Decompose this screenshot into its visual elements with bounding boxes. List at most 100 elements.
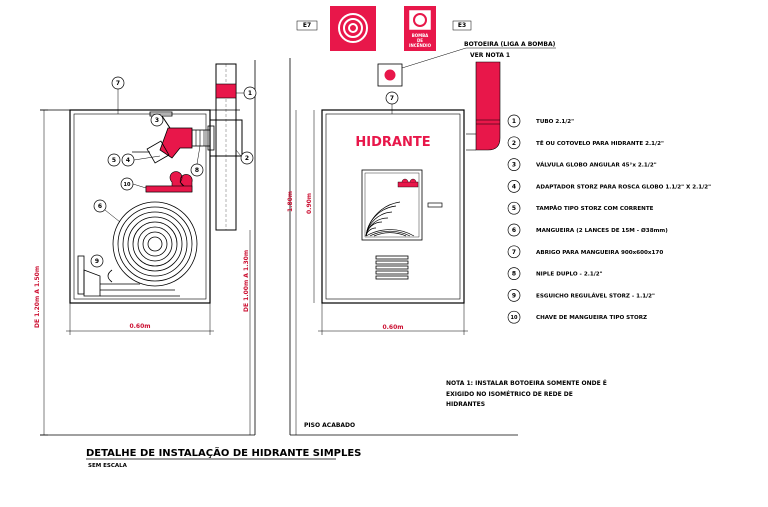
svg-text:9: 9 <box>95 258 99 265</box>
callout-3-left: 3 <box>150 113 164 127</box>
sign-left-code: E7 <box>303 22 311 29</box>
right-cabinet-view: E7 BOMBA DE INCÊNDIO E3 BOTOEIRA (LIGA A… <box>287 6 556 436</box>
sign-right-code: E3 <box>458 22 466 29</box>
cabinet-label: HIDRANTE <box>355 135 430 150</box>
legend-text: TUBO 2.1/2" <box>536 119 574 125</box>
callout-6-left: 6 <box>93 199 121 223</box>
cabinet-window <box>361 169 423 241</box>
legend-text: ADAPTADOR STORZ PARA ROSCA GLOBO 1.1/2" … <box>536 184 711 190</box>
dim-right-inner-height: 0.90m <box>306 193 313 214</box>
hose-cabinet-front <box>321 109 465 304</box>
legend-item: 3 VÁLVULA GLOBO ANGULAR 45°x 2.1/2" <box>507 158 657 171</box>
svg-text:1: 1 <box>248 90 252 97</box>
legend-number-circle <box>507 289 521 302</box>
legend-number: 5 <box>512 205 516 212</box>
note-line-3: HIDRANTES <box>446 401 485 408</box>
legend-number: 1 <box>512 118 516 125</box>
legend: 1 TUBO 2.1/2" 2 TÊ OU COTOVELO PARA HIDRANT… <box>507 114 711 324</box>
legend-number-circle <box>507 158 521 171</box>
hose-reel-sign <box>330 6 376 51</box>
note-1: NOTA 1: INSTALAR BOTOEIRA SOMENTE ONDE É… <box>446 379 607 408</box>
legend-number: 2 <box>512 140 516 147</box>
legend-number-circle <box>507 136 521 150</box>
legend-item: 5 TAMPÃO TIPO STORZ COM CORRENTE <box>507 201 654 215</box>
legend-number-circle <box>507 310 521 324</box>
fire-pump-sign-text-2: DE <box>417 38 423 43</box>
legend-item: 9 ESGUICHO REGULÁVEL STORZ - 1.1/2" <box>507 289 655 302</box>
dim-left-width: 0.60m <box>129 323 150 330</box>
pipe-red-joint <box>215 83 237 99</box>
svg-text:6: 6 <box>98 203 102 210</box>
drawing-title: DETALHE DE INSTALAÇÃO DE HIDRANTE SIMPLE… <box>86 446 361 459</box>
callout-8-left: 8 <box>190 145 204 177</box>
legend-item: 1 TUBO 2.1/2" <box>507 114 574 128</box>
legend-text: VÁLVULA GLOBO ANGULAR 45°x 2.1/2" <box>536 162 657 169</box>
legend-item: 2 TÊ OU COTOVELO PARA HIDRANTE 2.1/2" <box>507 136 664 150</box>
cabinet-handle[interactable] <box>427 202 443 208</box>
svg-text:3: 3 <box>155 117 159 124</box>
svg-text:5: 5 <box>112 157 116 164</box>
legend-item: 10 CHAVE DE MANGUEIRA TIPO STORZ <box>507 310 647 324</box>
legend-number-circle <box>507 201 521 215</box>
spiral-hose-icon <box>112 201 198 287</box>
globe-valve <box>159 127 193 159</box>
legend-text: ESGUICHO REGULÁVEL STORZ - 1.1/2" <box>536 292 655 299</box>
push-button-label-1: BOTOEIRA (LIGA A BOMBA) <box>464 41 556 48</box>
legend-text: MANGUEIRA (2 LANCES DE 15M - Ø38mm) <box>536 227 668 234</box>
dim-right-width: 0.60m <box>382 324 403 331</box>
nozzle <box>77 255 85 295</box>
legend-number: 3 <box>512 162 516 169</box>
legend-text: CHAVE DE MANGUEIRA TIPO STORZ <box>536 315 647 321</box>
fire-pump-sign-text-1: BOMBA <box>412 33 429 38</box>
callout-5-left: 5 <box>107 153 121 167</box>
legend-text: ABRIGO PARA MANGUEIRA 900x600x170 <box>536 250 663 256</box>
legend-number-circle <box>507 245 521 259</box>
callout-1-left: 1 <box>236 86 257 100</box>
note-line-1: NOTA 1: INSTALAR BOTOEIRA SOMENTE ONDE É <box>446 379 607 387</box>
callout-7-right: 7 <box>385 91 399 114</box>
svg-text:2: 2 <box>245 155 249 162</box>
legend-number: 9 <box>512 292 516 299</box>
window-hose-coil <box>365 201 415 237</box>
legend-text: TAMPÃO TIPO STORZ COM CORRENTE <box>536 205 654 212</box>
hose-reel-sign-icon <box>338 13 368 43</box>
legend-number: 8 <box>512 271 516 278</box>
legend-item: 6 MANGUEIRA (2 LANCES DE 15M - Ø38mm) <box>507 223 668 237</box>
legend-number-circle <box>507 223 521 237</box>
left-cabinet-view: DE 1.20m A 1.50m DE 1.00m A 1.30m 0.60m … <box>34 60 257 436</box>
svg-text:8: 8 <box>195 167 199 174</box>
storz-adapter <box>146 140 170 164</box>
legend-item: 8 NIPLE DUPLO - 2.1/2" <box>507 267 603 280</box>
callout-7-left: 7 <box>111 76 125 114</box>
svg-text:7: 7 <box>390 95 394 102</box>
legend-number-circle <box>507 180 521 193</box>
dim-right-height: 1.80m <box>287 191 294 212</box>
double-nipple <box>191 129 211 147</box>
callout-10-left: 10 <box>120 177 147 191</box>
dim-left-height: DE 1.20m A 1.50m <box>34 266 41 328</box>
legend-text: NIPLE DUPLO - 2.1/2" <box>536 272 603 278</box>
legend-number-circle <box>507 114 521 128</box>
callout-2-left: 2 <box>235 149 254 165</box>
note-line-2: EXIGIDO NO ISOMÉTRICO DE REDE DE <box>446 390 573 398</box>
svg-text:4: 4 <box>126 157 130 164</box>
drawing-subtitle: SEM ESCALA <box>88 463 128 469</box>
svg-text:10: 10 <box>124 182 131 188</box>
callout-9-left: 9 <box>90 254 104 268</box>
hose-cabinet-left-inner <box>73 113 207 300</box>
legend-number: 10 <box>511 315 518 321</box>
legend-number-circle <box>507 267 521 280</box>
push-button <box>384 69 396 81</box>
fire-pump-sign-text-3: INCÊNDIO <box>409 43 432 48</box>
red-pipe-elbow <box>475 61 501 151</box>
dim-mid-height: DE 1.00m A 1.30m <box>243 250 250 312</box>
legend-text: TÊ OU COTOVELO PARA HIDRANTE 2.1/2" <box>536 139 664 147</box>
cabinet-vents <box>375 255 409 280</box>
hose-cabinet-left <box>69 109 211 304</box>
legend-number: 6 <box>512 227 516 234</box>
svg-text:7: 7 <box>116 80 120 87</box>
callout-4-left: 4 <box>121 153 161 167</box>
push-button-label-2: VER NOTA 1 <box>470 52 510 59</box>
